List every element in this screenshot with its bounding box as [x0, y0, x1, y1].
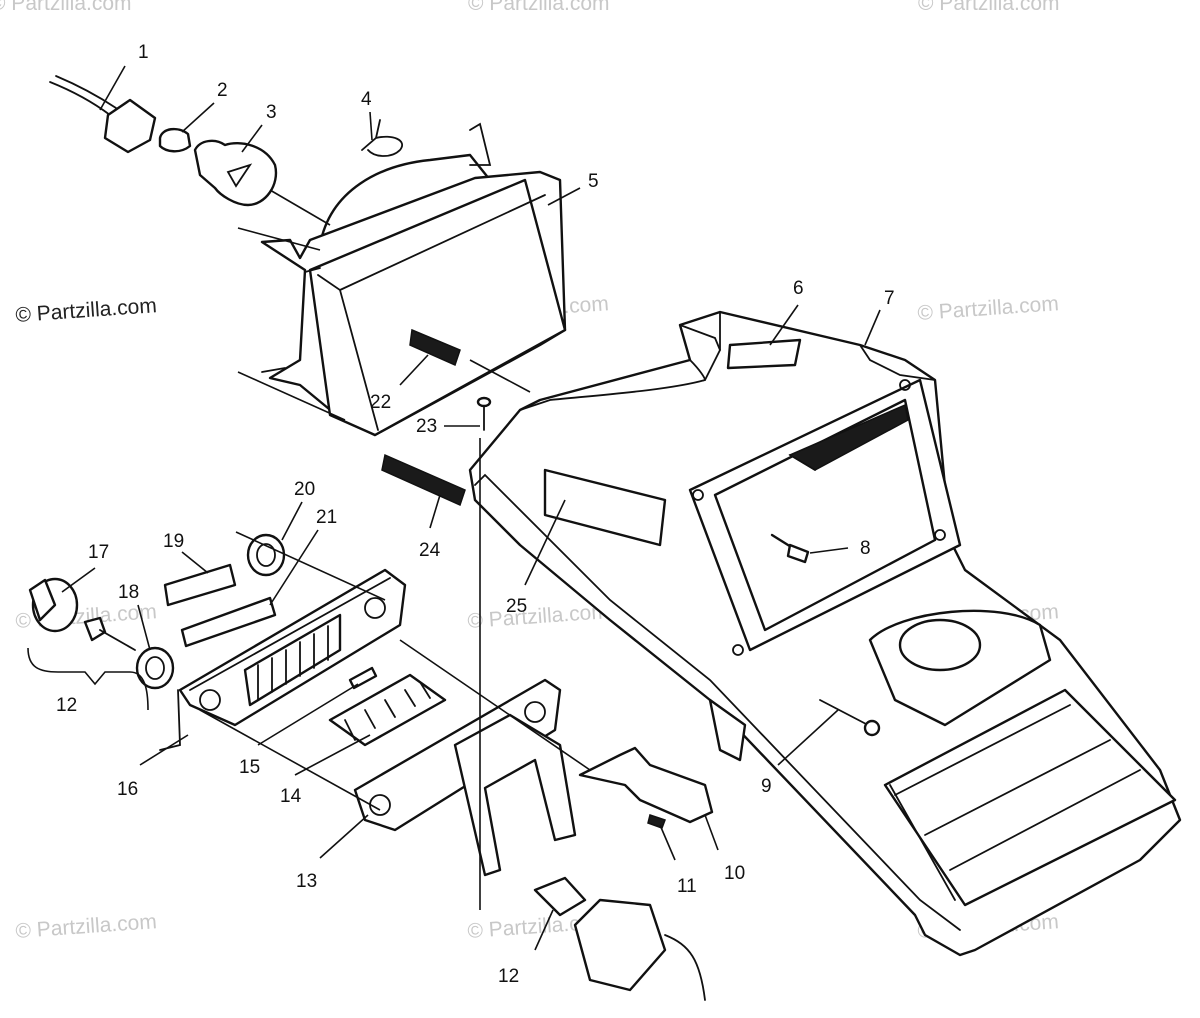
callout-7: 7 — [884, 288, 895, 309]
callout-23: 23 — [416, 416, 437, 437]
callout-13: 13 — [296, 871, 317, 892]
callout-4: 4 — [361, 89, 372, 110]
callout-20: 20 — [294, 479, 315, 500]
grommet-20 — [246, 533, 286, 577]
key-switch-17 — [28, 577, 136, 651]
watermark: © Partzilla.com — [15, 910, 158, 943]
nut-18 — [135, 646, 175, 690]
console-housing — [468, 310, 1182, 957]
callout-5: 5 — [588, 171, 599, 192]
callout-19: 19 — [163, 531, 184, 552]
screw-9 — [819, 699, 881, 737]
callout-22: 22 — [370, 392, 391, 413]
callout-6: 6 — [793, 278, 804, 299]
assembly-lines — [199, 189, 591, 910]
callout-17: 17 — [88, 542, 109, 563]
watermark: © Partzilla.com — [0, 0, 132, 15]
watermark-prominent: © Partzilla.com — [15, 294, 158, 327]
callout-21: 21 — [316, 507, 337, 528]
watermark: © Partzilla.com — [917, 292, 1060, 325]
headlight-assembly — [260, 122, 567, 437]
socket-12-lower — [533, 876, 706, 1001]
callout-14: 14 — [280, 786, 302, 807]
screw-11 — [647, 814, 666, 829]
callout-16: 16 — [117, 779, 138, 800]
group-bracket — [27, 647, 149, 711]
spring-22 — [409, 328, 461, 367]
callout-25: 25 — [506, 596, 527, 617]
watermark: © Partzilla.com — [467, 600, 610, 633]
callout-12-lower: 12 — [498, 966, 519, 987]
callout-2: 2 — [217, 80, 228, 101]
callout-leaders — [61, 65, 881, 951]
callout-8: 8 — [860, 538, 871, 559]
spring-clip — [361, 119, 403, 157]
switch-10 — [578, 746, 714, 824]
screw-23 — [476, 396, 492, 431]
switch-bracket-16 — [159, 568, 407, 751]
pin-15 — [348, 666, 378, 690]
switch-bracket-13 — [353, 678, 577, 877]
callout-18: 18 — [118, 582, 139, 603]
spring-24 — [381, 453, 466, 507]
callout-12-upper: 12 — [56, 695, 77, 716]
callout-24: 24 — [419, 540, 441, 561]
switch-14 — [328, 673, 447, 747]
callout-10: 10 — [724, 863, 745, 884]
callout-3: 3 — [266, 102, 277, 123]
plate-21 — [180, 596, 277, 648]
watermark: © Partzilla.com — [918, 0, 1060, 15]
callout-15: 15 — [239, 757, 260, 778]
decal-19 — [163, 563, 237, 607]
watermark: © Partzilla.com — [468, 0, 610, 15]
callout-1: 1 — [138, 42, 149, 63]
callout-9: 9 — [761, 776, 772, 797]
screw-8 — [770, 533, 810, 564]
callout-11: 11 — [677, 876, 697, 897]
headlight-bulb-group — [49, 75, 278, 207]
callout-numbers: 1 2 3 4 5 6 7 8 9 10 11 12 12 13 14 15 1… — [56, 42, 895, 987]
